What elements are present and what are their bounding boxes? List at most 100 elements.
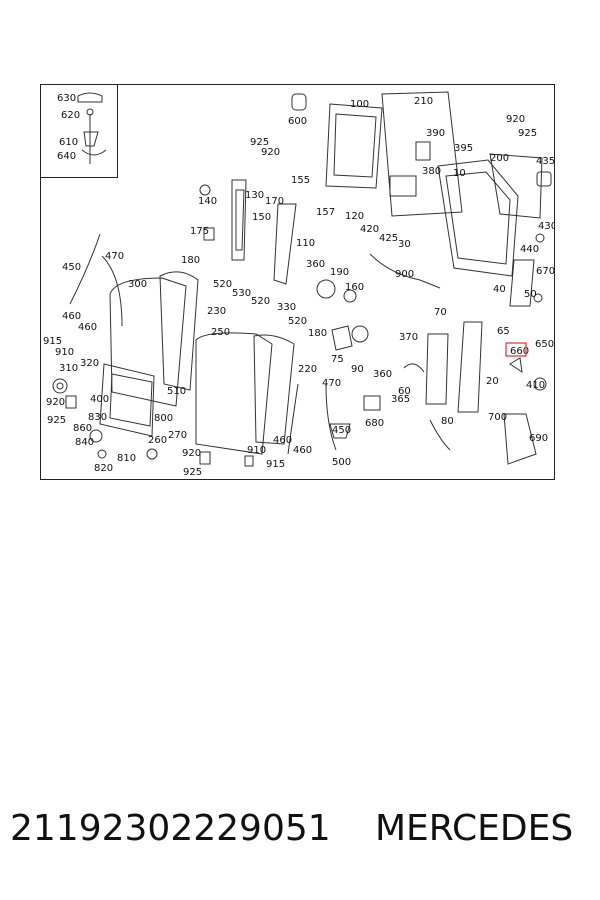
part-200-drawing <box>489 153 543 219</box>
part-680-drawing <box>363 395 381 411</box>
label-620: 620 <box>61 110 80 121</box>
part-150-inner <box>235 189 245 251</box>
part-310-drawing <box>52 378 68 394</box>
label-450: 450 <box>62 262 81 273</box>
label-925-bottom: 925 <box>183 467 202 478</box>
label-660: 660 <box>510 346 529 357</box>
part-220-drawing <box>253 334 295 445</box>
left-column-parts <box>52 179 297 460</box>
part-60-drawing <box>425 333 449 405</box>
label-650: 650 <box>535 339 554 350</box>
label-260: 260 <box>148 435 167 446</box>
label-65: 65 <box>497 326 510 337</box>
label-470-b: 470 <box>322 378 341 389</box>
label-420: 420 <box>360 224 379 235</box>
label-830: 830 <box>88 412 107 423</box>
part-number: 2119230222905‌1 <box>10 808 331 849</box>
part-10-drawing <box>437 159 519 277</box>
part-80-wire <box>429 419 451 451</box>
part-410-drawing <box>533 377 547 391</box>
label-100: 100 <box>350 99 369 110</box>
label-10: 10 <box>453 168 466 179</box>
part-435-drawing <box>536 171 552 187</box>
label-640: 640 <box>57 151 76 162</box>
label-435: 435 <box>536 156 555 167</box>
part-390-drawing <box>415 141 431 161</box>
label-460-d: 460 <box>293 445 312 456</box>
part-190-drawing <box>316 279 336 299</box>
label-680: 680 <box>365 418 384 429</box>
label-400: 400 <box>90 394 109 405</box>
part-610-drawing <box>83 131 99 147</box>
part-50-drawing <box>533 293 543 303</box>
exploded-parts-diagram: 630 620 610 640 600 100 210 920 925 390 … <box>43 91 555 478</box>
part-920-bottom-drawing <box>199 451 211 465</box>
part-110-drawing <box>273 203 297 285</box>
part-800-drawing <box>109 373 153 427</box>
label-860: 860 <box>73 423 92 434</box>
label-915: 915 <box>43 336 62 347</box>
label-425: 425 <box>379 233 398 244</box>
part-labels: 630 620 610 640 600 100 210 920 925 390 … <box>43 93 555 478</box>
part-210-drawing <box>381 91 463 217</box>
part-915-bottom-drawing <box>244 455 254 467</box>
label-390: 390 <box>426 128 445 139</box>
label-840: 840 <box>75 437 94 448</box>
label-460-c: 460 <box>273 435 292 446</box>
label-50: 50 <box>524 289 537 300</box>
part-470-wire <box>101 255 123 327</box>
part-175-drawing <box>203 227 215 241</box>
part-230-drawing <box>159 271 199 391</box>
part-630-drawing <box>77 92 103 103</box>
label-920-left: 920 <box>46 397 65 408</box>
right-column-parts <box>403 233 547 465</box>
part-500-drawing <box>329 423 351 439</box>
part-470-450-wire <box>325 383 337 451</box>
label-360: 360 <box>306 259 325 270</box>
label-380: 380 <box>422 166 441 177</box>
label-670: 670 <box>536 266 555 277</box>
label-520-a: 520 <box>213 279 232 290</box>
part-75-drawing <box>331 325 353 351</box>
label-30: 30 <box>398 239 411 250</box>
label-180-b: 180 <box>308 328 327 339</box>
inset-parts <box>77 92 107 164</box>
part-100-drawing <box>325 103 383 189</box>
part-670-drawing <box>509 259 535 307</box>
part-860-drawing <box>89 429 103 443</box>
label-520-b: 520 <box>251 296 270 307</box>
label-910: 910 <box>55 347 74 358</box>
label-70: 70 <box>434 307 447 318</box>
part-160-drawing <box>343 289 357 303</box>
label-800: 800 <box>154 413 173 424</box>
part-310-inner <box>56 382 64 390</box>
part-460-wire <box>287 383 299 455</box>
brand-name: MERCEDES <box>375 808 574 849</box>
label-530: 530 <box>232 288 251 299</box>
label-460-b: 460 <box>78 322 97 333</box>
label-270: 270 <box>168 430 187 441</box>
label-90: 90 <box>351 364 364 375</box>
label-410: 410 <box>526 380 545 391</box>
label-460-a: 460 <box>62 311 81 322</box>
label-810: 810 <box>117 453 136 464</box>
part-820-drawing <box>97 449 107 459</box>
label-80: 80 <box>441 416 454 427</box>
label-110: 110 <box>296 238 315 249</box>
label-250: 250 <box>211 327 230 338</box>
label-140: 140 <box>198 196 217 207</box>
part-365-drawing <box>403 363 425 373</box>
label-450-b: 450 <box>332 425 351 436</box>
label-920-bottom: 920 <box>182 448 201 459</box>
label-510: 510 <box>167 386 186 397</box>
label-700: 700 <box>488 412 507 423</box>
label-600: 600 <box>288 116 307 127</box>
label-610: 610 <box>59 137 78 148</box>
part-260-drawing <box>146 448 158 460</box>
label-120: 120 <box>345 211 364 222</box>
part-600-drawing <box>291 93 307 111</box>
label-925-top: 925 <box>250 137 269 148</box>
label-180: 180 <box>181 255 200 266</box>
label-820: 820 <box>94 463 113 474</box>
label-690: 690 <box>529 433 548 444</box>
